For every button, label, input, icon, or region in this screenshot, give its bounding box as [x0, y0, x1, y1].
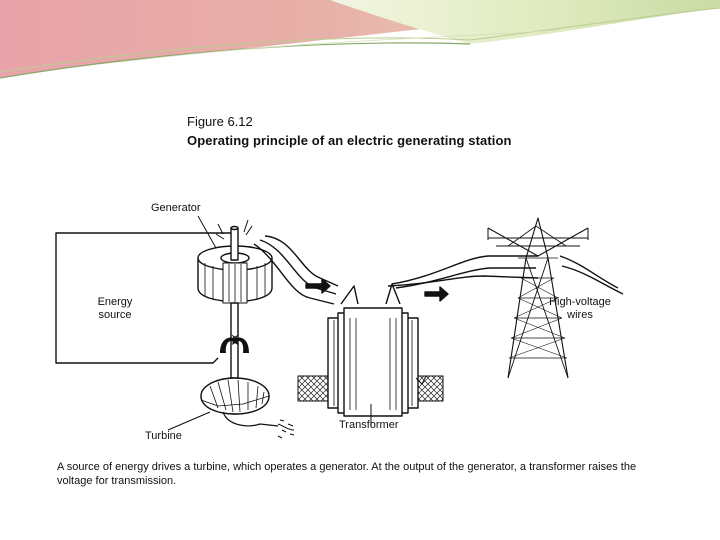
turbine-pointer: [167, 411, 211, 431]
generator-output-cable-1: [264, 235, 339, 287]
generator-unit: [197, 219, 273, 304]
rotation-arrows: [220, 334, 249, 353]
generator-output-cable-3: [253, 243, 335, 305]
figure-number: Figure 6.12: [187, 114, 253, 129]
turbine-label: Turbine: [145, 430, 182, 442]
energy-source-label-line2: source: [98, 309, 132, 321]
generator-pointer: [197, 215, 217, 249]
transformer-label: Transformer: [339, 419, 399, 431]
high-voltage-label-line2: wires: [567, 309, 593, 321]
generating-station-figure: Figure 6.12 Operating principle of an el…: [38, 108, 649, 492]
high-voltage-cable-1: [391, 255, 538, 285]
transmission-tower: [487, 217, 589, 379]
generator-label: Generator: [151, 202, 201, 214]
high-voltage-wire-right-2: [561, 265, 624, 295]
slide-header-decoration: [0, 0, 720, 79]
energy-source-label: Energy source: [93, 296, 137, 322]
generating-station-diagram: [55, 215, 624, 439]
turbine-unit: [200, 377, 295, 439]
high-voltage-label-line1: High-voltage: [549, 296, 611, 308]
transformer-unit: [297, 283, 444, 426]
high-voltage-cable-3: [387, 275, 539, 287]
flow-arrow-2: [424, 286, 449, 302]
energy-source-loop: [55, 232, 233, 364]
high-voltage-wire-right-1: [559, 255, 619, 289]
figure-caption: A source of energy drives a turbine, whi…: [57, 461, 637, 487]
high-voltage-label: High-voltage wires: [540, 296, 620, 322]
flow-arrow-1: [305, 278, 331, 294]
high-voltage-cable-2: [395, 267, 536, 289]
figure-title: Operating principle of an electric gener…: [187, 133, 512, 148]
energy-source-label-line1: Energy: [97, 296, 133, 308]
